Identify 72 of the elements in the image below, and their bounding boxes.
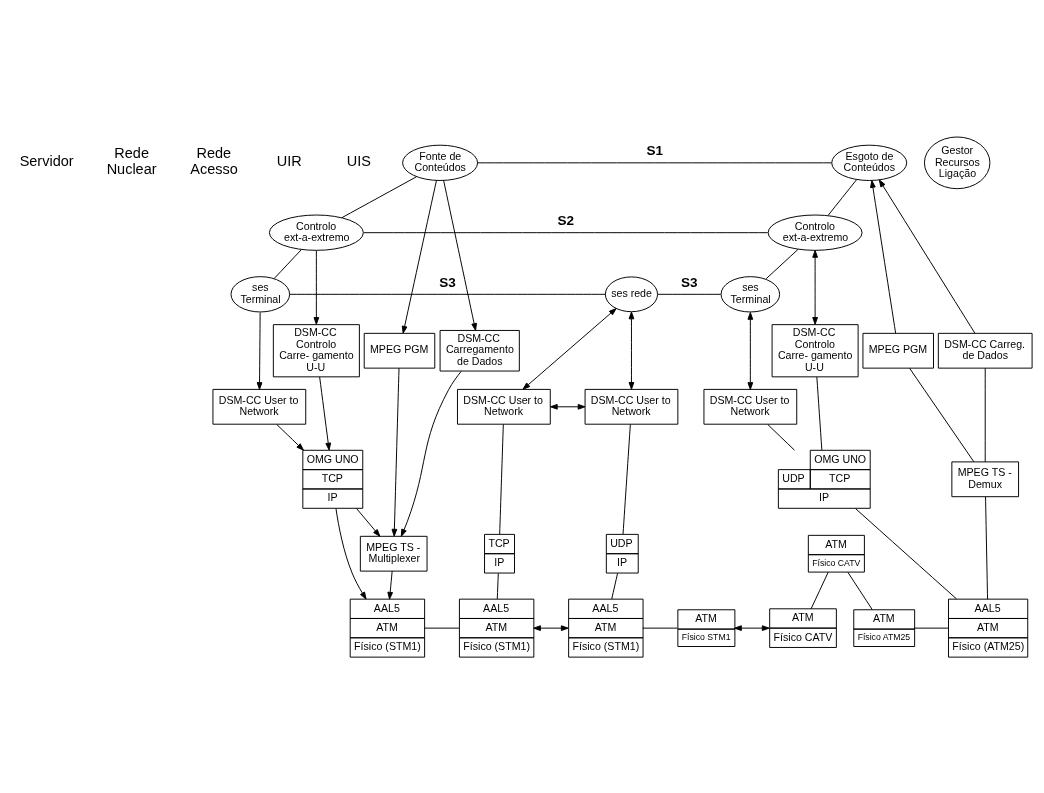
arrow — [401, 179, 437, 334]
connector — [424, 627, 460, 629]
connector — [765, 248, 799, 279]
node-box: MPEG TS - Demux — [951, 460, 1020, 497]
connector — [642, 627, 678, 629]
arrow — [313, 249, 320, 325]
node-box: DSM-CC Carregamento de Dados — [439, 329, 520, 372]
node-ellipse: Controlo ext-a-extremo — [268, 214, 364, 251]
label: Servidor — [19, 152, 74, 169]
arrow — [747, 311, 754, 390]
node-box: MPEG TS - Multiplexer — [359, 535, 428, 572]
connector — [496, 572, 499, 599]
node-box: DSM-CC User to Network — [457, 388, 551, 425]
connector — [341, 175, 417, 218]
node-box: DSM-CC Carreg. de Dados — [937, 332, 1033, 369]
arrow — [522, 307, 617, 390]
arrow — [391, 367, 400, 537]
connector — [810, 571, 829, 609]
connector — [913, 627, 949, 629]
connector — [816, 376, 823, 450]
connector — [289, 293, 606, 295]
node-box: DSM-CC User to Network — [584, 388, 679, 425]
arrow — [812, 249, 818, 325]
connector — [611, 572, 619, 599]
arrow — [400, 370, 462, 537]
connector — [767, 423, 795, 451]
label: UIS — [346, 152, 371, 169]
connector — [622, 423, 631, 534]
arrow — [256, 311, 263, 390]
edge-label: S2 — [557, 212, 575, 228]
node-ellipse: ses Terminal — [720, 275, 781, 312]
edge-label: S1 — [646, 142, 663, 158]
connector — [985, 495, 989, 600]
connector — [363, 231, 769, 233]
arrow — [276, 423, 304, 451]
label: Rede Acesso — [190, 144, 238, 177]
node-box: DSM-CC Controlo Carre- gamento U-U — [771, 323, 859, 377]
node-box: DSM-CC User to Network — [212, 388, 307, 425]
arrow — [356, 507, 381, 537]
node-ellipse: Gestor Recursos Ligação — [923, 136, 991, 189]
connector — [847, 571, 873, 610]
node-ellipse: Esgoto de Conteúdos — [831, 144, 908, 181]
connector — [909, 367, 975, 462]
arrow — [550, 403, 586, 410]
arrow — [870, 179, 897, 334]
node-box: DSM-CC Controlo Carre- gamento U-U — [272, 323, 360, 377]
connector — [477, 161, 832, 163]
node-ellipse: ses rede — [604, 275, 659, 312]
arrow — [335, 507, 367, 599]
edge-label: S3 — [681, 274, 698, 290]
connector — [827, 178, 857, 216]
label: UIR — [276, 152, 302, 169]
node-box: MPEG PGM — [363, 332, 436, 369]
arrow — [734, 624, 770, 631]
arrow — [387, 570, 393, 600]
connector — [984, 367, 986, 462]
arrow — [319, 376, 332, 450]
arrow — [443, 179, 477, 331]
arrow — [628, 311, 635, 390]
connector — [273, 248, 302, 279]
edge-label: S3 — [439, 274, 456, 290]
label: Rede Nuclear — [106, 144, 157, 177]
connector — [499, 423, 504, 534]
connector — [855, 507, 957, 599]
connector — [657, 293, 722, 295]
node-ellipse: ses Terminal — [230, 275, 291, 312]
arrow — [533, 624, 569, 631]
arrow — [878, 179, 976, 334]
node-ellipse: Controlo ext-a-extremo — [767, 214, 863, 251]
node-box: DSM-CC User to Network — [703, 388, 798, 425]
node-ellipse: Fonte de Conteúdos — [402, 144, 479, 181]
node-box: MPEG PGM — [862, 332, 934, 369]
